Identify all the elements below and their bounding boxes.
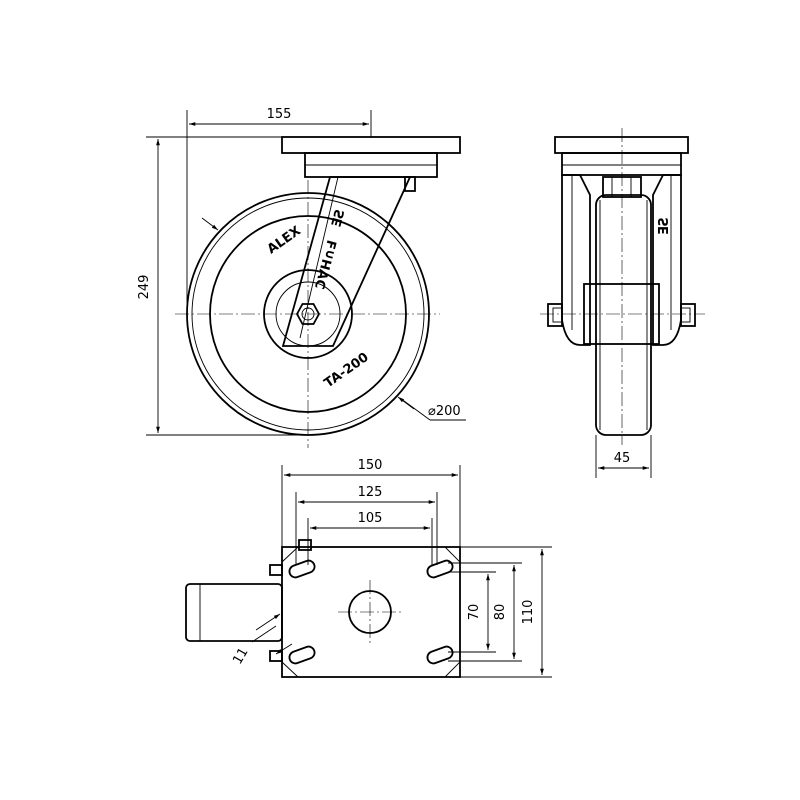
mounting-slot-br (426, 645, 454, 665)
side-axle-nut-right (680, 303, 696, 327)
mounting-slot-tr (426, 559, 454, 579)
hole-spacing-outer-label: 125 (358, 485, 383, 500)
hole-spacing-v-outer-label: 80 (493, 604, 508, 621)
front-view: ƎƧ Ɔ∀H∩Ⅎ ALEX TA-200 ⌀200 155 249 (137, 107, 466, 448)
wheel-brand-label: ALEX (265, 224, 304, 258)
side-view: ƎƧ 45 (540, 128, 705, 478)
side-wheel (595, 194, 652, 436)
fork-stamp-mark: ƎƧ (329, 208, 348, 230)
side-fork-left (561, 174, 591, 346)
slot-width-label: 11 (230, 645, 251, 667)
mounting-slot-tl (288, 559, 316, 579)
plate-width-label: 150 (358, 458, 383, 473)
axle-nut (295, 303, 321, 325)
top-width-label: 155 (267, 107, 292, 122)
overall-height-label: 249 (137, 275, 152, 300)
hole-spacing-v-inner-label: 70 (467, 604, 482, 621)
fork-leg (281, 176, 412, 347)
hole-spacing-inner-label: 105 (358, 511, 383, 526)
side-swivel-ring (561, 152, 682, 176)
top-plate (281, 136, 461, 154)
mounting-slot-bl (288, 645, 316, 665)
side-fork-stamp: ƎƧ (657, 217, 672, 235)
plate-depth-label: 110 (521, 600, 536, 625)
wheel-width-label: 45 (614, 451, 631, 466)
side-top-plate (554, 136, 689, 154)
plate-view: 150 125 105 110 80 70 11 (185, 458, 552, 678)
side-axle-nut-left (547, 303, 563, 327)
wheel-model-label: TA-200 (322, 350, 372, 391)
mounting-plate-inner (281, 546, 461, 678)
side-fork-right (652, 174, 682, 346)
wheel-diameter-label: ⌀200 (428, 404, 461, 419)
